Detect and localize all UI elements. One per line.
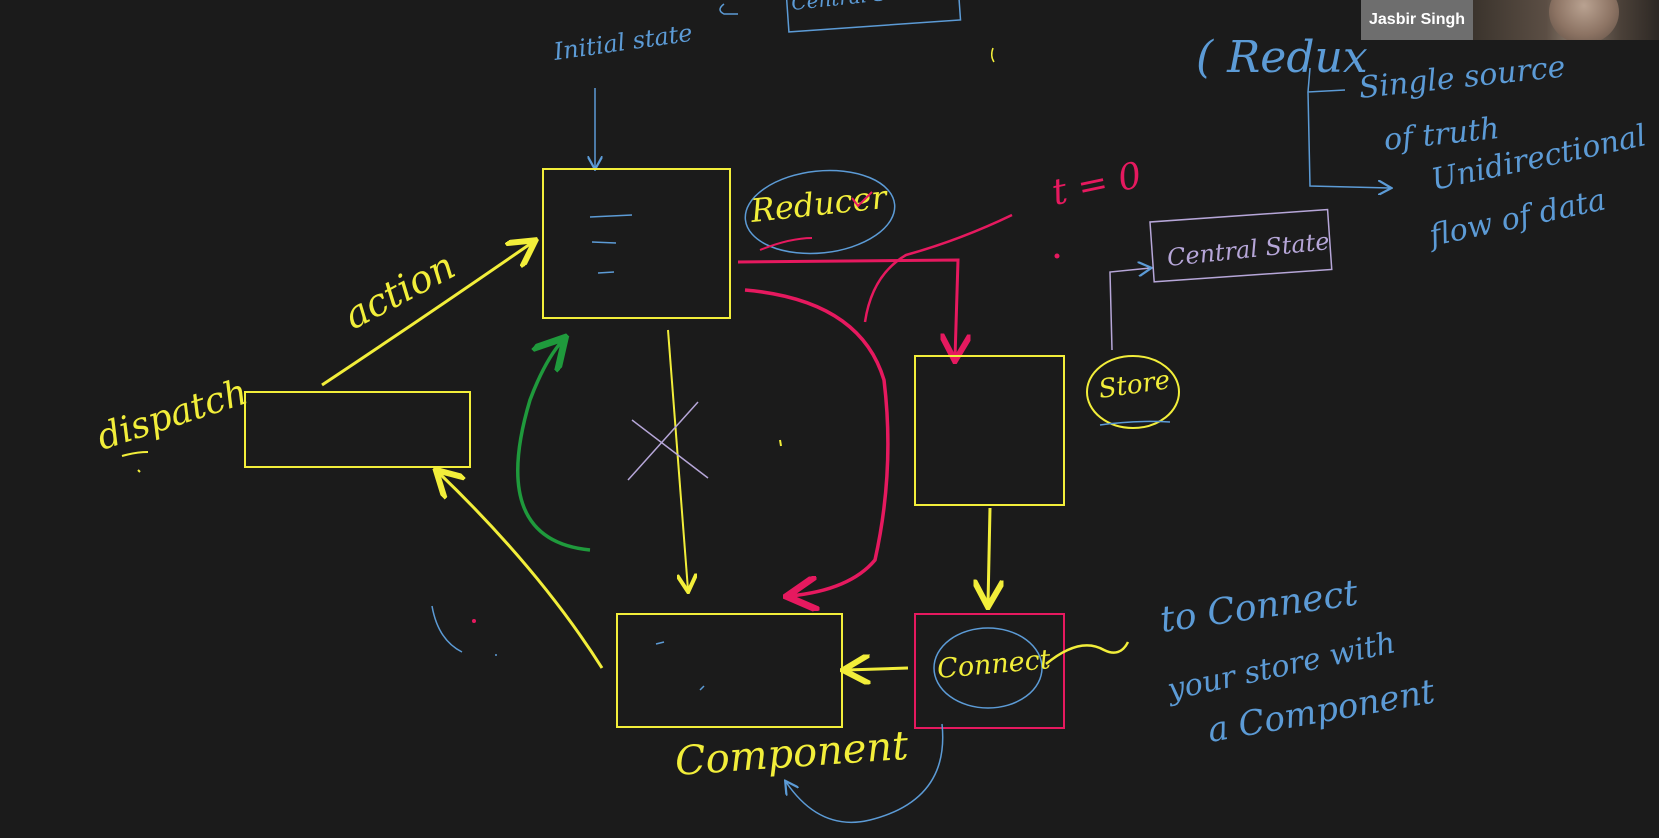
- reducer-to-store-arrow: [737, 258, 958, 358]
- reducer-label-outline: [744, 169, 896, 255]
- redux-point1-line2: of truth: [1382, 111, 1501, 158]
- connect-label: Connect: [936, 644, 1052, 685]
- top-central-state-label: Central State: [790, 0, 928, 15]
- participant-video-tile[interactable]: Jasbir Singh: [1361, 0, 1659, 40]
- dispatch-box: [244, 391, 471, 468]
- central-state-box: [1149, 208, 1333, 283]
- component-label: Component: [673, 723, 910, 785]
- connect-wraps-component-arrow: [786, 723, 944, 824]
- action-label: action: [337, 243, 462, 338]
- stray-pink-dot: [472, 619, 476, 623]
- connect-note-line1: to Connect: [1158, 573, 1361, 641]
- connect-to-component-arrow: [846, 668, 909, 670]
- store-to-connect-arrow: [988, 507, 990, 604]
- pen-dot: [779, 439, 782, 447]
- green-return-arrow: [516, 340, 591, 552]
- initial-state-label: Initial state: [551, 19, 694, 66]
- component-box: [616, 613, 843, 728]
- redux-point1-line1: Single source: [1357, 49, 1567, 105]
- participant-video-feed: [1471, 0, 1659, 40]
- t-zero-pointer: [863, 213, 1013, 323]
- top-central-state-box: [785, 0, 962, 33]
- reducer-box-scribble: [589, 214, 633, 274]
- store-label-outline: [1086, 355, 1180, 429]
- component-box-scribble: [655, 641, 705, 691]
- connect-label-outline: [933, 627, 1043, 709]
- store-box: [914, 355, 1065, 506]
- dispatch-underline: [121, 451, 149, 473]
- redux-bracket: [1307, 67, 1390, 188]
- store-label: Store: [1097, 365, 1172, 405]
- participant-name-tag: Jasbir Singh: [1361, 0, 1474, 40]
- connect-to-note-arrow: [1045, 641, 1130, 665]
- cross-mark: [627, 401, 709, 481]
- store-underline: [1099, 420, 1171, 426]
- connect-box: [914, 613, 1065, 729]
- t-zero-label: t = 0: [1048, 155, 1145, 214]
- initial-state-bracket: [719, 3, 738, 15]
- reducer-to-component-arrow: [667, 329, 688, 590]
- store-to-component-pink-arrow: [744, 288, 890, 596]
- participant-face: [1549, 0, 1619, 40]
- store-to-central-state-arrow: [1109, 268, 1150, 351]
- pink-dot: [1054, 253, 1060, 259]
- reducer-check: [851, 191, 873, 208]
- action-arrow: [321, 242, 533, 387]
- reducer-underline: [759, 237, 813, 251]
- component-to-dispatch-arrow: [438, 472, 604, 669]
- dispatch-label: dispatch: [92, 372, 252, 459]
- central-state-label: Central State: [1166, 227, 1331, 272]
- redux-title: ( Redux: [1196, 32, 1368, 83]
- reducer-box: [542, 168, 731, 319]
- stray-marks: [431, 605, 497, 656]
- pen-tick: [990, 47, 995, 63]
